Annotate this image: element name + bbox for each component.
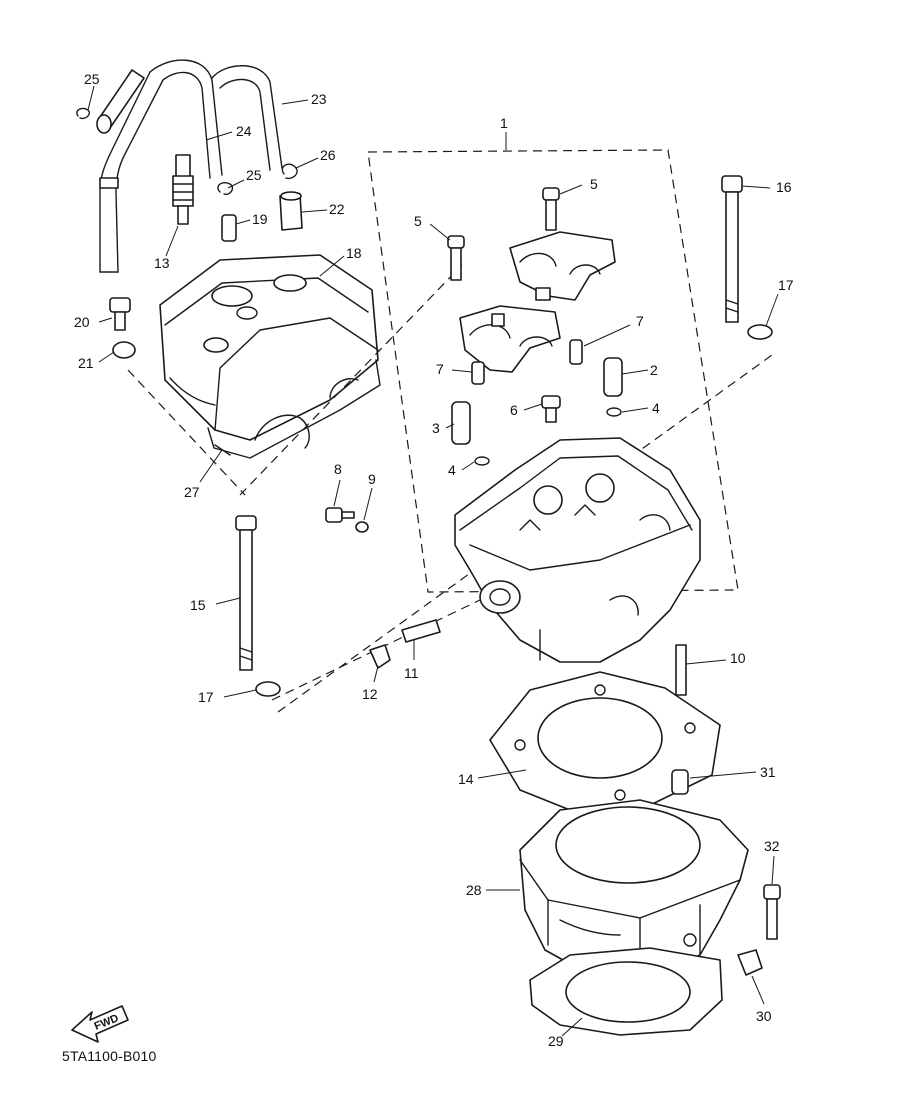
callout-labels: 1 2 3 4 4 5 5 6 7 7 8 9 10 11 12 13 14 1… xyxy=(74,71,794,1049)
callout-17-upper: 17 xyxy=(778,277,794,293)
spark-plug xyxy=(172,154,194,225)
head-fittings xyxy=(325,507,441,669)
small-fittings xyxy=(76,107,303,242)
cylinder-base-gasket xyxy=(529,947,723,1036)
callout-28: 28 xyxy=(466,882,482,898)
camshaft-caps xyxy=(459,231,616,373)
breather-hoses xyxy=(96,59,283,273)
callout-8: 8 xyxy=(334,461,342,477)
callout-1: 1 xyxy=(500,115,508,131)
callout-12: 12 xyxy=(362,686,378,702)
callout-15: 15 xyxy=(190,597,206,613)
callout-27: 27 xyxy=(184,484,200,500)
callout-26: 26 xyxy=(320,147,336,163)
callout-5-left: 5 xyxy=(414,213,422,229)
callout-20: 20 xyxy=(74,314,90,330)
forward-arrow-icon: FWD xyxy=(71,1005,129,1043)
callout-23: 23 xyxy=(311,91,327,107)
cylinder-head-cover xyxy=(159,254,381,459)
callout-16: 16 xyxy=(776,179,792,195)
callout-7-left: 7 xyxy=(436,361,444,377)
callout-4-upper: 4 xyxy=(652,400,660,416)
callout-18: 18 xyxy=(346,245,362,261)
callout-22: 22 xyxy=(329,201,345,217)
callout-11: 11 xyxy=(404,665,419,681)
callout-4-lower: 4 xyxy=(448,462,456,478)
callout-5-right: 5 xyxy=(590,176,598,192)
cylinder-head-gasket xyxy=(489,671,721,811)
cover-bolts xyxy=(109,297,136,359)
callout-31: 31 xyxy=(760,764,776,780)
callout-25-left: 25 xyxy=(84,71,100,87)
dowels-and-pins xyxy=(451,339,623,466)
callout-3: 3 xyxy=(432,420,440,436)
diagram-code: 5TA1100-B010 xyxy=(62,1048,157,1064)
callout-21: 21 xyxy=(78,355,94,371)
callout-17-lower: 17 xyxy=(198,689,214,705)
callout-24: 24 xyxy=(236,123,252,139)
callout-6: 6 xyxy=(510,402,518,418)
cylinder-bolts xyxy=(737,884,781,976)
cylinder-head xyxy=(454,437,701,663)
leader-lines xyxy=(87,85,779,1037)
callout-29: 29 xyxy=(548,1033,564,1049)
callout-9: 9 xyxy=(368,471,376,487)
callout-10: 10 xyxy=(730,650,746,666)
callout-13: 13 xyxy=(154,255,170,271)
callout-2: 2 xyxy=(650,362,658,378)
callout-19: 19 xyxy=(252,211,268,227)
callout-32: 32 xyxy=(764,838,780,854)
callout-25-right: 25 xyxy=(246,167,262,183)
cylinder-block xyxy=(519,799,749,976)
cap-bolts xyxy=(447,187,560,281)
dowel-pin xyxy=(671,769,689,795)
long-bolts xyxy=(235,175,773,697)
callout-14: 14 xyxy=(458,771,474,787)
callout-7-right: 7 xyxy=(636,313,644,329)
callout-30: 30 xyxy=(756,1008,772,1024)
